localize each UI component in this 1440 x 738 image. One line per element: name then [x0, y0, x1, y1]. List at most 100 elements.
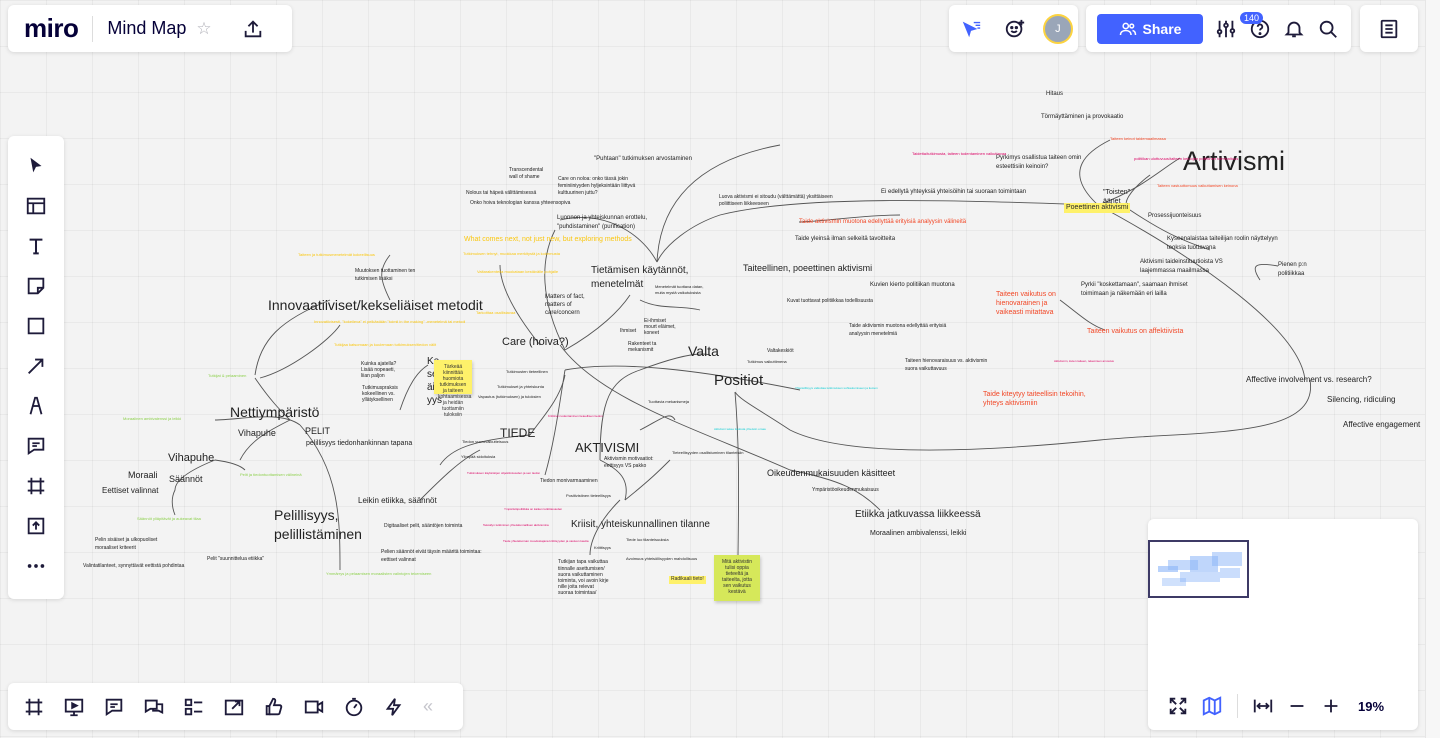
mindmap-node[interactable]: Etiikka jatkuvassa liikkeessä	[855, 509, 981, 520]
mindmap-node[interactable]: Tiedon vuorovaikutteisuus	[462, 439, 509, 444]
vertical-scrollbar[interactable]	[1425, 0, 1440, 738]
video-call-icon[interactable]	[297, 690, 331, 724]
mindmap-node[interactable]: Tiede luo tilanteisuuksia	[626, 537, 669, 542]
presentation-icon[interactable]	[57, 690, 91, 724]
mindmap-node[interactable]: äänet	[1103, 198, 1121, 205]
mindmap-node[interactable]: Innovaatiiviset/kekseliäiset metodit	[268, 297, 483, 313]
mindmap-node[interactable]: Luova aktivismi ei sitoudu (välttämättä)…	[719, 194, 833, 200]
mindmap-node[interactable]: suoraa toimintaa/	[558, 590, 597, 596]
mindmap-node[interactable]: wall of shame	[509, 174, 540, 180]
share-button[interactable]: Share	[1097, 13, 1203, 44]
mindmap-node[interactable]: Leikin etiikka, säännöt	[358, 496, 437, 505]
mindmap-node[interactable]: Aktivismi taideinstituutioista VS	[1140, 259, 1223, 265]
mindmap-node[interactable]: Pelit "suunnittelua etiikka"	[207, 556, 265, 562]
reaction-add-icon[interactable]	[998, 12, 1032, 46]
mindmap-node[interactable]: hienovarainen ja	[996, 300, 1048, 307]
mindmap-node[interactable]: Avoimuus yhteisöllisyyden mahdollisuus	[626, 556, 698, 561]
mindmap-node[interactable]: Valta	[688, 343, 719, 359]
mindmap-node[interactable]: laajemmassa maailmassa	[1140, 268, 1210, 274]
mindmap-node[interactable]: Tuottavia mekanismeja	[648, 399, 689, 404]
mindmap-node[interactable]: nille joita relevat	[558, 584, 594, 590]
mindmap-node[interactable]: Tutkimuksen käytäntöjen objektiivisuuden…	[467, 471, 541, 475]
mindmap-node[interactable]: Care on noloa: onko tässä jokin	[558, 176, 629, 182]
upload-icon[interactable]	[19, 509, 53, 543]
mindmap-node[interactable]: Kuvien kierto politiikan muotona	[870, 282, 955, 288]
mindmap-node[interactable]: liian paljon	[361, 373, 385, 379]
miro-logo[interactable]: miro	[24, 13, 79, 43]
mindmap-node[interactable]: muita mystä vaikutuksista	[655, 290, 701, 295]
mindmap-node[interactable]: teoksia tuottavana	[1167, 245, 1216, 251]
mindmap-node[interactable]: Positiot	[714, 372, 764, 389]
mindmap-node[interactable]: Ymmärrys ja pelaamisen moraalisten valin…	[326, 571, 432, 576]
mindmap-node[interactable]: Hitaus	[1046, 91, 1064, 97]
mindmap-node[interactable]: Ihmiset	[620, 328, 637, 334]
mindmap-node[interactable]: Taiteen hienovaraisuus vs. aktivismin	[905, 358, 988, 364]
pen-icon[interactable]	[19, 389, 53, 423]
mindmap-node[interactable]: Pelillisyys,	[274, 507, 339, 523]
mindmap-node[interactable]: Matters of fact,	[545, 294, 585, 300]
mindmap-node[interactable]: Kriisit, yhteiskunnallinen tilanne	[571, 519, 710, 530]
mindmap-node[interactable]: Oikeudenmukaisuuden käsitteet	[767, 468, 896, 478]
mindmap-node[interactable]: Taiteen vastuuttomuus vaikuttamisen kein…	[1157, 183, 1238, 188]
mindmap-node[interactable]: Ympäristöpolitiikka on kaiken tutkittavu…	[504, 507, 563, 511]
mindmap-node[interactable]: pelillisyys tiedonhankinnan tapana	[306, 440, 413, 447]
mindmap-node[interactable]: Taiteen ja tutkimusmenetelmät kokeellisu…	[298, 252, 375, 257]
mindmap-node[interactable]: "puhdistaminen" (purification)	[557, 224, 635, 230]
mindmap-node[interactable]: Prosessijuonteisuus	[1148, 213, 1202, 219]
frame-icon[interactable]	[19, 469, 53, 503]
mindmap-node[interactable]: Positivistinen tieteellisyys	[566, 493, 611, 498]
mindmap-node[interactable]: Valtakeskiöt	[767, 348, 794, 354]
mindmap-node[interactable]: Pelit ja tiedontuottamisen välineinä	[240, 472, 302, 477]
mindmap-node[interactable]: Transcendental	[509, 167, 544, 173]
mindmap-node[interactable]: Moraali	[128, 470, 158, 480]
mindmap-node[interactable]: "Toisten"	[1103, 189, 1131, 196]
mindmap-node[interactable]: Lisää nopeaeti,	[361, 367, 395, 373]
mindmap-node[interactable]: tutkimisen lisäksi	[355, 276, 393, 282]
sticky-note-icon[interactable]	[19, 269, 53, 303]
mindmap-node[interactable]: Innovatiivisesti, "kokeileva" ei pelkäst…	[314, 319, 466, 324]
select-cursor-icon[interactable]	[19, 149, 53, 183]
mindmap-node[interactable]: menetelmät	[591, 279, 644, 290]
timer-icon[interactable]	[337, 690, 371, 724]
mindmap-node[interactable]: Taiteellinen, poeettinen aktivismi	[743, 263, 873, 273]
zoom-in-icon[interactable]	[1314, 689, 1348, 723]
mindmap-node[interactable]: Tutkijaa katsomaan ja kuulemaan tutkimuk…	[334, 342, 437, 347]
mindmap-node[interactable]: Tutkimuksen tehnyt, muokkaa merkitystä j…	[463, 251, 560, 256]
mindmap-node[interactable]: yllätyksellinen	[362, 397, 393, 403]
user-avatar[interactable]: J	[1042, 13, 1073, 44]
zoom-level[interactable]: 19%	[1358, 698, 1385, 714]
mindmap-node[interactable]: Valtarakenteita muokataan kestävälle poh…	[477, 269, 559, 274]
board-title[interactable]: Mind Map	[107, 18, 187, 38]
mindmap-node[interactable]: Taide aktivismin muotona edellyttää erit…	[849, 323, 947, 329]
mindmap-node[interactable]: Pelin sisäiset ja ulkopuoliset	[95, 537, 158, 543]
cards-list-icon[interactable]	[177, 690, 211, 724]
mindmap-node[interactable]: yhteys aktivismiin	[983, 400, 1038, 407]
frames-list-icon[interactable]	[17, 690, 51, 724]
mindmap-node[interactable]: pelillistäminen	[274, 526, 362, 542]
mindmap-node[interactable]: Pyrkimys osallistua taiteen omin	[996, 155, 1082, 161]
mindmap-node[interactable]: Taiteen vaikutus on	[996, 291, 1056, 298]
mindmap-node[interactable]: se	[427, 369, 438, 380]
connection-line-icon[interactable]	[19, 349, 53, 383]
settings-sliders-icon[interactable]	[1209, 12, 1243, 46]
map-icon[interactable]	[1195, 689, 1229, 723]
mindmap-node[interactable]: poliittiseen liikkeeseen	[719, 201, 769, 207]
mindmap-node[interactable]: politiikan ulottuvuus/taiteen keinojen p…	[1134, 156, 1239, 161]
mindmap-node[interactable]: yys	[427, 395, 442, 406]
share-screen-icon[interactable]	[217, 690, 251, 724]
mindmap-node[interactable]: kokeellinen vs.	[362, 391, 395, 397]
mindmap-node[interactable]: Kyseenalaistaa taiteilijan roolin näytte…	[1167, 236, 1278, 242]
mindmap-node[interactable]: Tutkimusten tieteellinen	[506, 369, 548, 374]
mindmap-node[interactable]: äi	[427, 382, 435, 393]
search-icon[interactable]	[1311, 12, 1345, 46]
mindmap-node[interactable]: Tiedon monivarmaaminen	[540, 478, 598, 484]
mindmap-node[interactable]: Taide aktivismin muotona edellyttää erit…	[799, 219, 967, 225]
mindmap-node[interactable]: feminiiniyyden hyljeksintään liittyvä	[558, 183, 636, 189]
mindmap-node[interactable]: Luonnon ja yhteiskunnan erottelu,	[557, 215, 648, 221]
comment-icon[interactable]	[19, 429, 53, 463]
mindmap-node[interactable]: Tutkimuspraksis	[362, 385, 398, 391]
mindmap-node[interactable]: toimimaan ja näkemään eri lailla	[1081, 291, 1167, 297]
mindmap-node[interactable]: analyysin menetelmiä	[849, 331, 898, 337]
mindmap-node[interactable]: kulttuurinen juttu?	[558, 190, 598, 196]
mindmap-node[interactable]: vaikeasti mitattava	[996, 309, 1054, 316]
